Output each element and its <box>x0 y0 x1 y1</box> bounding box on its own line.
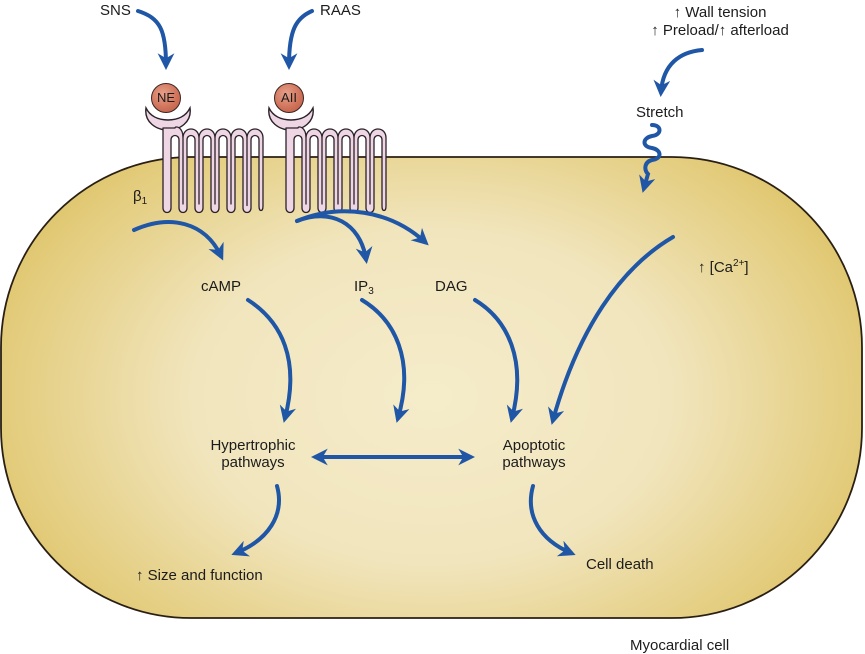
calcium-charge: 2+ <box>733 258 745 269</box>
size-function-label: ↑ Size and function <box>136 567 263 584</box>
arrow-ip3-to-convergence <box>360 298 410 423</box>
cell-death-label: Cell death <box>586 556 654 573</box>
preload-afterload-label: ↑ Preload/↑ afterload <box>651 22 789 39</box>
beta1-subscript: 1 <box>141 196 148 207</box>
beta1-receptor-label: β1 <box>133 188 147 210</box>
ne-ligand-icon: NE <box>151 83 181 113</box>
calcium-suffix: ] <box>744 259 749 276</box>
arrow-apoptotic-to-cell-death <box>528 484 576 557</box>
aii-ligand-icon: AII <box>274 83 304 113</box>
arrow-camp-to-hypertrophic <box>246 298 297 423</box>
ip3-label: IP3 <box>354 278 374 300</box>
arrow-raas-to-aii <box>280 9 314 71</box>
hypertrophic-line2: pathways <box>221 454 285 471</box>
camp-label: cAMP <box>201 278 242 295</box>
arrow-sns-to-ne <box>136 9 175 71</box>
apoptotic-line1: Apoptotic <box>502 437 566 454</box>
stretch-label: Stretch <box>636 104 684 121</box>
hypertrophic-line1: Hypertrophic <box>210 437 296 454</box>
beta1-symbol: β <box>133 188 142 205</box>
ip3-subscript: 3 <box>368 286 374 297</box>
arrow-wall-tension-to-stretch <box>653 48 704 98</box>
arrow-calcium-to-apoptotic <box>548 235 675 425</box>
wall-tension-label: ↑ Wall tension <box>673 4 767 21</box>
arrow-hypertrophic-to-size <box>231 484 281 557</box>
arrow-dag-to-apoptotic <box>473 298 524 423</box>
calcium-prefix: ↑ [Ca <box>698 259 734 276</box>
apoptotic-line2: pathways <box>502 454 566 471</box>
beta1-receptor-icon <box>145 105 264 214</box>
angiotensin-receptor-icon <box>268 105 387 214</box>
dag-label: DAG <box>435 278 468 295</box>
apoptotic-pathways-label: Apoptotic pathways <box>489 437 579 471</box>
sns-label: SNS <box>100 2 131 19</box>
arrow-beta1-to-camp <box>132 220 224 261</box>
raas-label: RAAS <box>320 2 361 19</box>
ip3-text: IP <box>354 278 369 295</box>
calcium-label: ↑ [Ca2+] <box>698 255 749 276</box>
myocardial-cell-caption: Myocardial cell <box>630 637 730 654</box>
arrow-aii-to-dag <box>295 209 429 246</box>
hypertrophic-pathways-label: Hypertrophic pathways <box>197 437 309 471</box>
stretch-wave-icon <box>639 123 662 193</box>
myocardial-cell-body <box>0 156 863 619</box>
